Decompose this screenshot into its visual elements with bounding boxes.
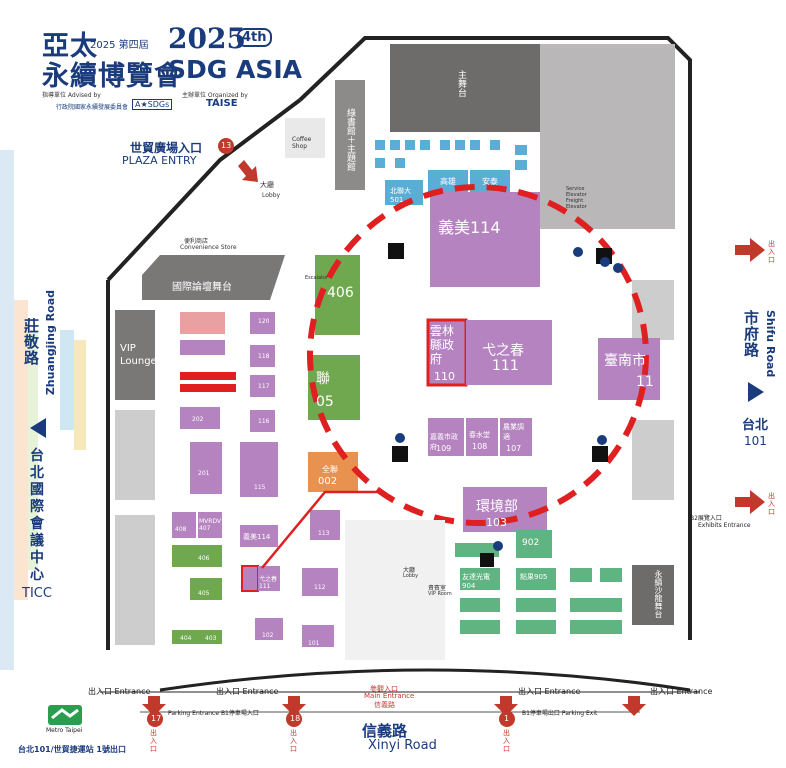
right-gray-2 (632, 420, 674, 500)
booth-108[interactable] (466, 418, 498, 456)
right-booths (455, 543, 622, 634)
coffee-area (285, 118, 325, 158)
markers (395, 247, 623, 551)
intl-forum-stage (142, 255, 285, 300)
green-hall (335, 80, 365, 190)
booth-110[interactable] (426, 318, 468, 387)
booth-111[interactable] (466, 320, 552, 385)
vip-lounge (115, 310, 155, 400)
main-stage-side (540, 44, 675, 229)
highlight-line (261, 490, 380, 569)
building-outline (106, 36, 692, 650)
decorative-stripes (0, 150, 86, 670)
sustain-stage (632, 565, 674, 625)
main-stage (390, 44, 540, 132)
focus-circle (307, 184, 649, 526)
left-gray-block (115, 410, 155, 500)
booth-105[interactable] (308, 355, 360, 420)
booth-109[interactable] (428, 418, 464, 456)
pillars (388, 243, 612, 567)
booth-107[interactable] (500, 418, 532, 456)
entrance-arrows (142, 160, 765, 716)
left-gray-block-2 (115, 515, 155, 645)
right-arrow (748, 382, 764, 402)
booth-902[interactable] (516, 530, 552, 558)
metro-logo (48, 705, 82, 725)
entrance-numbers (147, 138, 515, 727)
teal-booths-top (375, 140, 527, 205)
booth-002[interactable] (308, 452, 358, 492)
bottom-lobby (345, 520, 445, 660)
left-booths (172, 312, 340, 647)
booth-114[interactable] (430, 192, 540, 287)
left-arrow (30, 418, 46, 438)
main-entrance-curve (159, 668, 691, 692)
booth-112[interactable] (598, 338, 660, 400)
